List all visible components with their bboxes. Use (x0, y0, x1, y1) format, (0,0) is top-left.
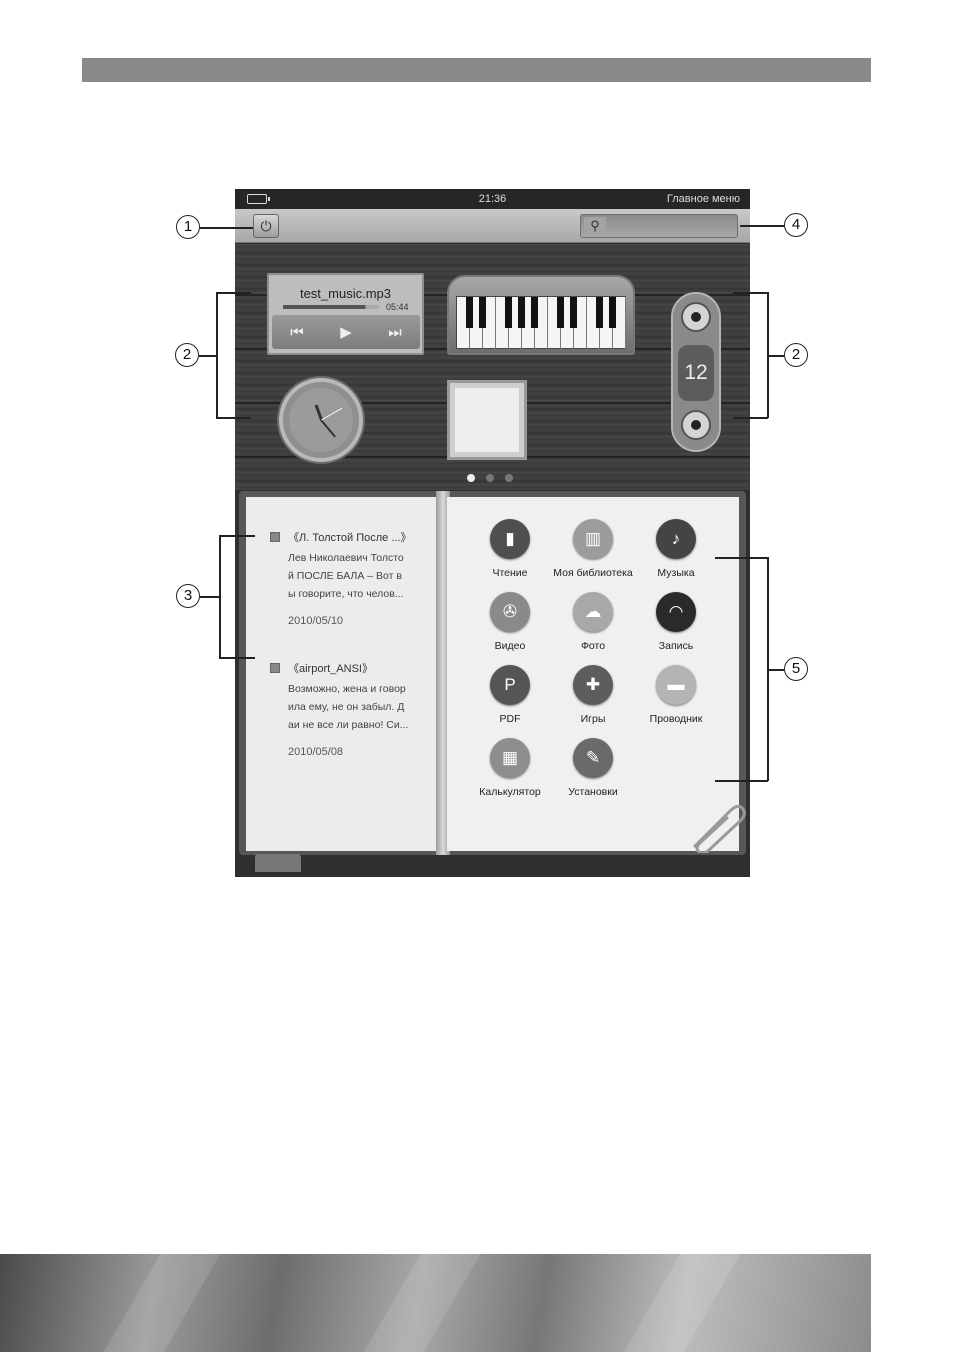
piano-black-key[interactable] (466, 297, 473, 328)
footer-banner (0, 1254, 871, 1352)
pdf-icon: P (490, 665, 530, 705)
music-note-icon: ♪ (656, 519, 696, 559)
music-filename: test_music.mp3 (299, 286, 392, 301)
play-icon[interactable]: ▶ (340, 324, 352, 341)
app-label: Запись (658, 640, 694, 652)
piano-widget[interactable] (447, 275, 635, 355)
app-label: Фото (580, 640, 606, 652)
battery-icon (247, 194, 270, 204)
photo-icon: ☁ (573, 592, 613, 632)
piano-black-key[interactable] (570, 297, 577, 328)
book-spine (436, 491, 450, 855)
app-games[interactable]: ✚ Игры (550, 665, 636, 725)
piano-black-key[interactable] (557, 297, 564, 328)
callout-2-left: 2 (175, 343, 199, 367)
pager-dot[interactable] (486, 474, 494, 482)
piano-white-key[interactable] (613, 297, 626, 349)
paperclip-icon (692, 804, 746, 853)
app-label: Видео (494, 640, 526, 652)
counter-widget[interactable]: 12 (671, 292, 721, 452)
recent-book-date: 2010/05/08 (288, 746, 344, 758)
recent-book-title: 《Л. Толстой После ...》 (288, 532, 412, 544)
piano-white-key[interactable] (535, 297, 548, 349)
piano-black-key[interactable] (609, 297, 616, 328)
book-bullet-icon (270, 663, 280, 673)
recent-book-excerpt: Возможно, жена и говор ила ему, не он за… (288, 683, 409, 731)
reading-icon: ▮ (490, 519, 530, 559)
folder-icon: ▬ (656, 665, 696, 705)
app-library[interactable]: ▥ Моя библиотека (550, 519, 636, 579)
music-controls: ⏮ ▶ ⏭ (272, 315, 420, 349)
music-progress-bar[interactable] (283, 305, 379, 309)
app-music-note[interactable]: ♪ Музыка (633, 519, 719, 579)
library-icon: ▥ (573, 519, 613, 559)
piano-black-key[interactable] (531, 297, 538, 328)
next-track-icon[interactable]: ⏭ (388, 323, 402, 341)
power-icon: ⏻ (260, 217, 272, 234)
app-pdf[interactable]: P PDF (467, 665, 553, 725)
app-folder[interactable]: ▬ Проводник (633, 665, 719, 725)
photo-thumbnail (455, 388, 519, 452)
app-label: Музыка (657, 567, 695, 579)
piano-black-key[interactable] (518, 297, 525, 328)
video-reel-icon: ✇ (490, 592, 530, 632)
bottom-tab[interactable] (255, 854, 301, 872)
piano-white-key[interactable] (574, 297, 587, 349)
recent-book-date: 2010/05/10 (288, 615, 344, 627)
previous-track-icon[interactable]: ⏮ (290, 323, 304, 341)
app-photo[interactable]: ☁ Фото (550, 592, 636, 652)
piano-white-key[interactable] (483, 297, 496, 349)
callout-5: 5 (784, 657, 808, 681)
callout-2-right: 2 (784, 343, 808, 367)
games-icon: ✚ (573, 665, 613, 705)
callout-4: 4 (784, 213, 808, 237)
recent-books-page: 《Л. Толстой После ...》 Лев Николаевич То… (246, 497, 438, 851)
app-label: Моя библиотека (553, 567, 633, 579)
photo-frame-widget[interactable] (447, 380, 527, 460)
recent-book-item[interactable]: 《airport_ANSI》 Возможно, жена и говор ил… (270, 660, 430, 760)
app-label: Чтение (492, 567, 528, 579)
toolbar: ⏻ ⚲ (235, 209, 750, 243)
app-settings-wrench[interactable]: ✎ Установки (550, 738, 636, 798)
settings-wrench-icon: ✎ (573, 738, 613, 778)
piano-black-key[interactable] (596, 297, 603, 328)
search-input[interactable]: ⚲ (580, 214, 738, 238)
book-panel: 《Л. Толстой После ...》 Лев Николаевич То… (239, 491, 746, 855)
piano-keys[interactable] (456, 296, 626, 349)
piano-black-key[interactable] (479, 297, 486, 328)
app-label: Игры (580, 713, 606, 725)
music-player-widget[interactable]: test_music.mp3 05:44 ⏮ ▶ ⏭ (267, 273, 424, 355)
counter-up-knob[interactable] (681, 302, 711, 332)
callout-3: 3 (176, 584, 200, 608)
status-bar: 21:36 Главное меню (235, 189, 750, 209)
music-elapsed: 05:44 (386, 302, 409, 312)
counter-value: 12 (678, 345, 714, 401)
status-time: 21:36 (478, 193, 507, 205)
app-label: Калькулятор (479, 786, 541, 798)
app-label: Проводник (649, 713, 703, 725)
app-label: Установки (568, 786, 618, 798)
book-bullet-icon (270, 532, 280, 542)
app-reading[interactable]: ▮ Чтение (467, 519, 553, 579)
clock-widget[interactable] (279, 378, 363, 462)
calculator-icon: ▦ (490, 738, 530, 778)
app-calculator[interactable]: ▦ Калькулятор (467, 738, 553, 798)
recent-book-excerpt: Лев Николаевич Толсто й ПОСЛЕ БАЛА – Вот… (288, 552, 404, 600)
search-icon[interactable]: ⚲ (584, 217, 606, 235)
recent-book-title: 《airport_ANSI》 (288, 663, 373, 675)
status-menu-title: Главное меню (666, 193, 740, 205)
pager-dot-active[interactable] (467, 474, 475, 482)
counter-down-knob[interactable] (681, 410, 711, 440)
power-button[interactable]: ⏻ (253, 214, 279, 238)
record-icon: ◠ (656, 592, 696, 632)
app-record[interactable]: ◠ Запись (633, 592, 719, 652)
piano-black-key[interactable] (505, 297, 512, 328)
recent-book-item[interactable]: 《Л. Толстой После ...》 Лев Николаевич То… (270, 529, 430, 629)
device-screen: 21:36 Главное меню ⏻ ⚲ test_music.mp3 05… (235, 189, 750, 877)
app-label: PDF (499, 713, 521, 725)
app-video-reel[interactable]: ✇ Видео (467, 592, 553, 652)
header-bar (82, 58, 871, 82)
pager-dot[interactable] (505, 474, 513, 482)
callout-1: 1 (176, 215, 200, 239)
